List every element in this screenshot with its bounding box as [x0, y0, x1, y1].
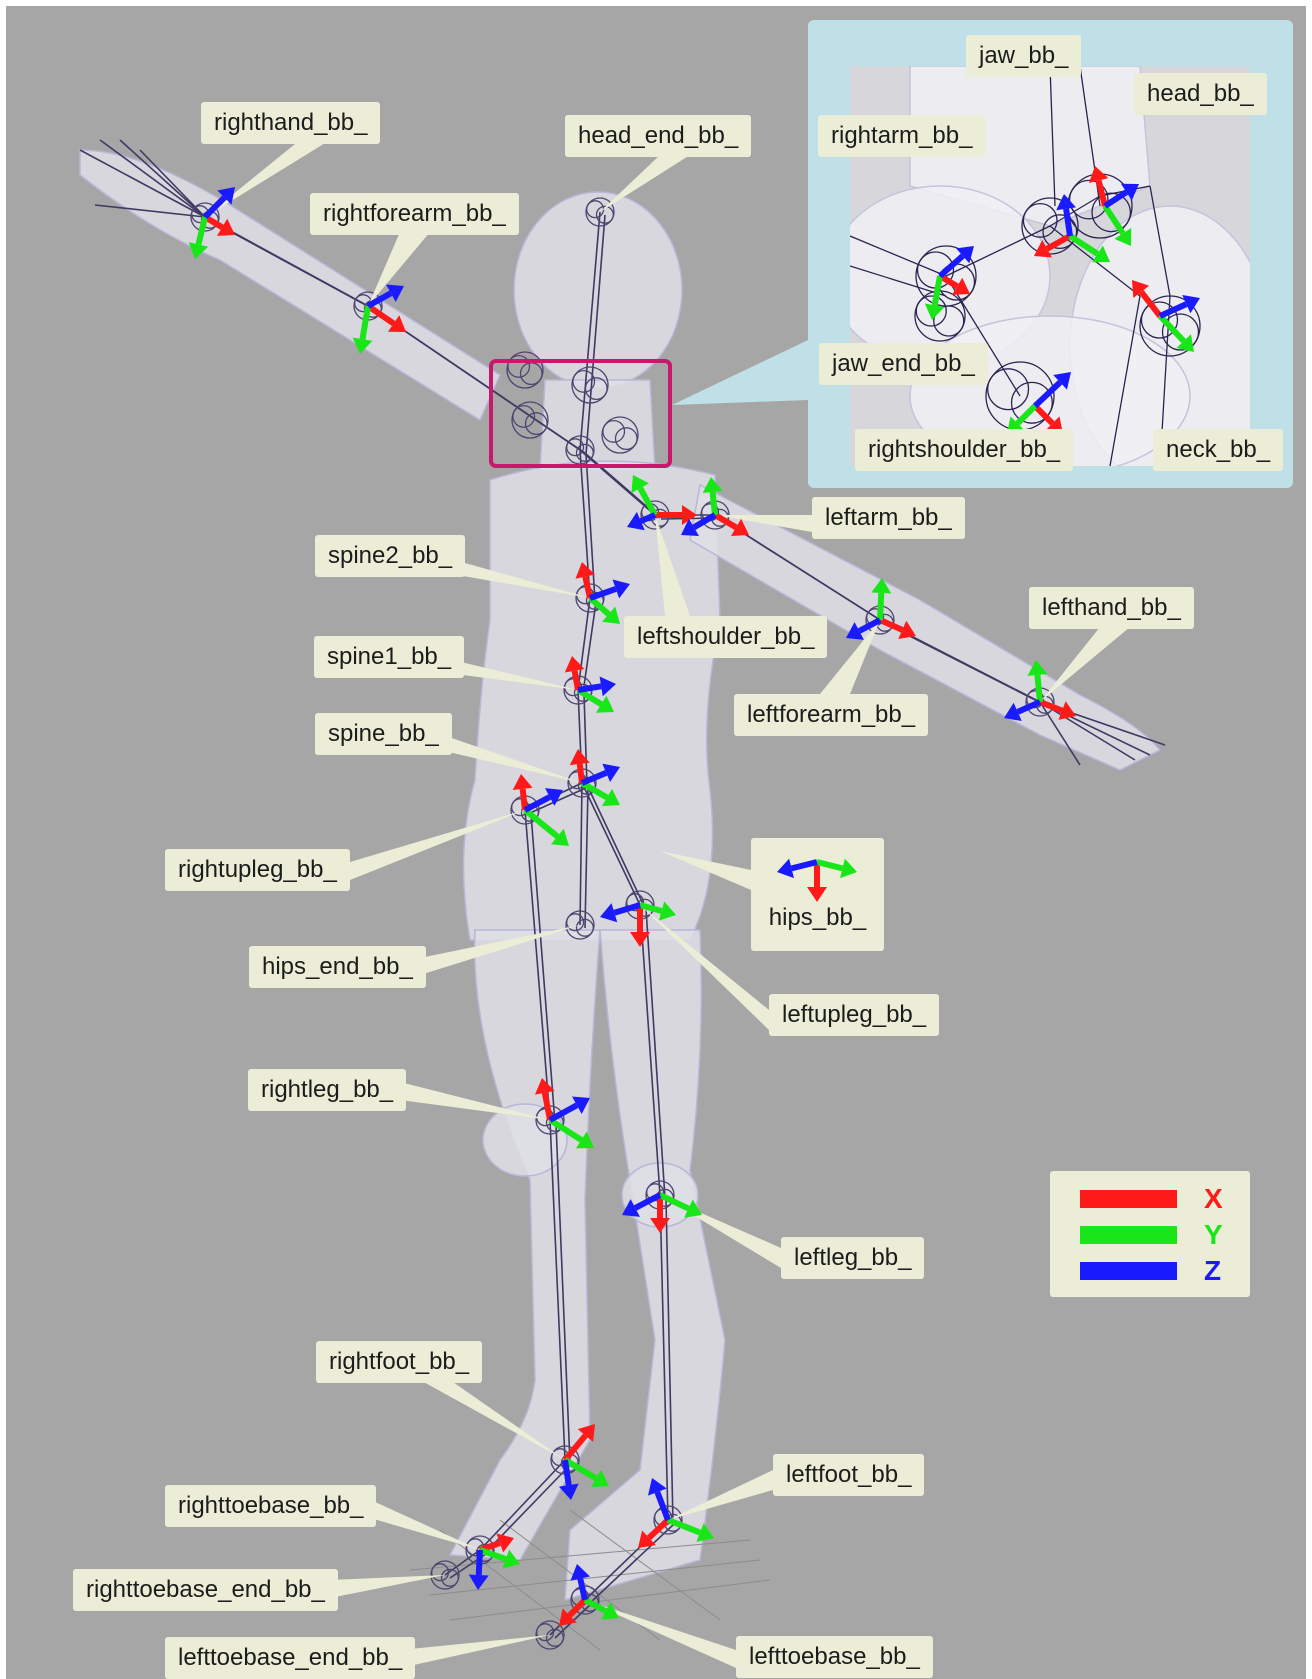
leftshoulder-label: leftshoulder_bb_ — [624, 616, 827, 658]
head-label: head_bb_ — [1134, 73, 1267, 115]
leftleg-label: leftleg_bb_ — [781, 1237, 924, 1279]
inset-jaw-z-axis — [1066, 209, 1070, 236]
lefthand-y-axis — [1037, 675, 1040, 702]
hips-end-label: hips_end_bb_ — [249, 946, 426, 988]
hips-legend-z-axis-head — [777, 859, 794, 878]
rightleg-label: rightleg_bb_ — [248, 1069, 406, 1111]
leftforearm-y-axis — [880, 593, 881, 620]
hips-legend-x-axis-head — [807, 887, 827, 902]
lefttoebase-end-label: lefttoebase_end_bb_ — [165, 1637, 415, 1679]
leftupleg-label: leftupleg_bb_ — [769, 994, 939, 1036]
spine2-label: spine2_bb_ — [315, 535, 465, 577]
hips-axis-box: hips_bb_ — [751, 838, 884, 951]
jaw-end-label: jaw_end_bb_ — [819, 343, 988, 385]
rightshoulder-label: rightshoulder_bb_ — [855, 429, 1073, 471]
hips-axis-glyph — [751, 838, 884, 906]
legend-label-y: Y — [1204, 1218, 1223, 1252]
spine1-z-axis — [578, 686, 601, 690]
spine1-label: spine1_bb_ — [314, 636, 464, 678]
leftforearm-label: leftforearm_bb_ — [734, 694, 928, 736]
leftarm-label: leftarm_bb_ — [812, 497, 965, 539]
legend-label-x: X — [1204, 1182, 1223, 1216]
neck-label: neck_bb_ — [1153, 429, 1283, 471]
axis-legend: X Y Z — [1050, 1171, 1250, 1297]
rightfoot-label: rightfoot_bb_ — [316, 1341, 482, 1383]
legend-swatch-y — [1080, 1226, 1177, 1244]
righthand-label: righthand_bb_ — [201, 102, 380, 144]
hips-legend-y-axis-head — [840, 859, 857, 878]
head-region-callout — [489, 359, 672, 468]
leftfoot-label: leftfoot_bb_ — [773, 1454, 924, 1496]
hips-legend-y-axis — [817, 862, 842, 868]
spine-label: spine_bb_ — [315, 713, 452, 755]
head-end-label: head_end_bb_ — [565, 115, 751, 157]
spine1-x-axis — [575, 671, 578, 690]
legend-swatch-z — [1080, 1262, 1177, 1280]
legend-swatch-x — [1080, 1190, 1177, 1208]
rightfoot-z-axis — [565, 1460, 569, 1485]
righttoebase-end-label: righttoebase_end_bb_ — [73, 1569, 338, 1611]
leftarm-y-axis — [713, 492, 715, 515]
righttoebase-label: righttoebase_bb_ — [165, 1485, 376, 1527]
head-region-inset: jaw_bb_ head_bb_ rightarm_bb_ jaw_end_bb… — [808, 20, 1293, 488]
lefthand-label: lefthand_bb_ — [1029, 587, 1194, 629]
rightforearm-label: rightforearm_bb_ — [310, 193, 519, 235]
rightarm-label: rightarm_bb_ — [818, 115, 985, 157]
lefttoebase-label: lefttoebase_bb_ — [736, 1636, 933, 1678]
righttoebase-z-axis — [479, 1550, 480, 1575]
hips-label: hips_bb_ — [751, 906, 884, 930]
rightupleg-label: rightupleg_bb_ — [165, 849, 350, 891]
legend-label-z: Z — [1204, 1254, 1221, 1288]
hips-legend-z-axis — [792, 862, 817, 868]
jaw-label: jaw_bb_ — [966, 35, 1081, 77]
